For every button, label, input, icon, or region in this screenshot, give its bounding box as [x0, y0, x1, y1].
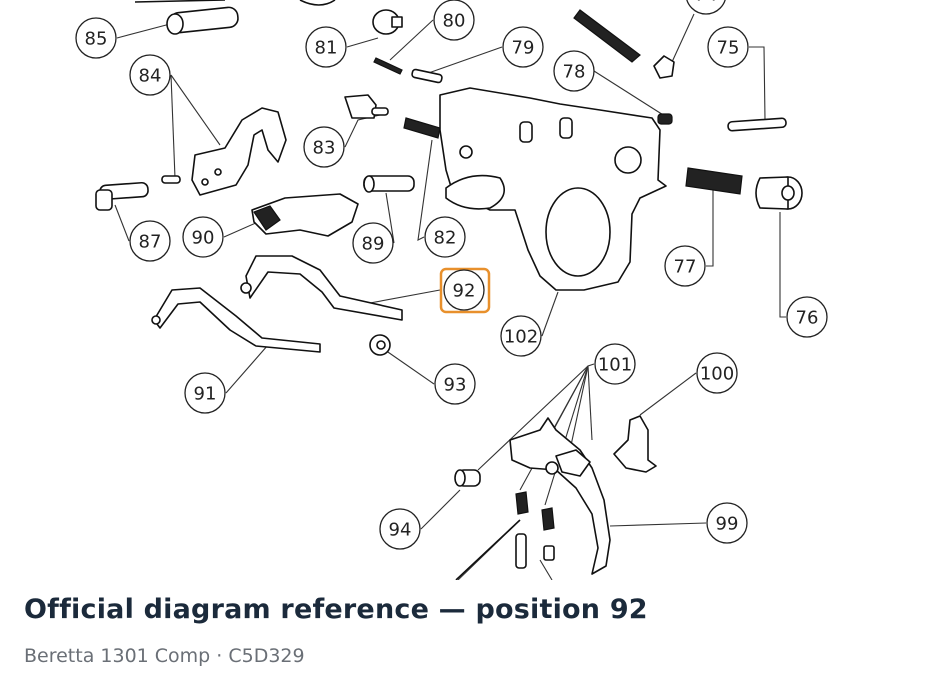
callout-label: 80: [443, 11, 466, 32]
callout-circle: [696, 352, 738, 394]
highlight-box: [439, 267, 491, 314]
callout-circle: [352, 222, 394, 264]
callout-label: 75: [717, 38, 740, 59]
callout-87[interactable]: 87: [129, 220, 171, 262]
callout-circle: [129, 220, 171, 262]
callout-circle: [129, 54, 171, 96]
callout-84[interactable]: 84: [129, 54, 171, 96]
callout-75[interactable]: 75: [707, 26, 749, 68]
callout-76[interactable]: 76: [786, 296, 828, 338]
callout-circle: [594, 343, 636, 385]
callout-circle: [502, 26, 544, 68]
callout-circle: [434, 363, 476, 405]
exploded-parts-diagram: 74 80 85 81 79 75 78 84 83 87 90 89 82 77 92 76 102 101 10…: [75, 0, 828, 580]
callout-92[interactable]: 92: [443, 269, 485, 311]
callout-102[interactable]: 102: [500, 315, 542, 357]
callout-85[interactable]: 85: [75, 17, 117, 59]
callout-label: 89: [362, 234, 385, 255]
callout-78[interactable]: 78: [553, 50, 595, 92]
callout-circle: [686, 0, 726, 15]
callout-93[interactable]: 93: [434, 363, 476, 405]
callout-circle: [184, 372, 226, 414]
callout-label: 85: [85, 29, 108, 50]
callout-label: 87: [139, 232, 162, 253]
callout-label: 101: [598, 355, 632, 376]
callout-circle: [500, 315, 542, 357]
callout-101[interactable]: 101: [594, 343, 636, 385]
callout-circle: [707, 26, 749, 68]
diagram-caption-title: Official diagram reference — position 92: [24, 594, 648, 625]
callout-100[interactable]: 100: [696, 352, 738, 394]
callout-label: 93: [444, 375, 467, 396]
callout-94[interactable]: 94: [379, 508, 421, 550]
callout-circle: [433, 0, 475, 41]
callout-74[interactable]: 74: [686, 0, 726, 15]
callout-label: 102: [504, 327, 538, 348]
callout-label: 74: [695, 0, 718, 6]
callout-99[interactable]: 99: [706, 502, 748, 544]
callout-83[interactable]: 83: [303, 126, 345, 168]
diagram-caption-subtitle: Beretta 1301 Comp · C5D329: [24, 645, 305, 667]
callout-circle: [786, 296, 828, 338]
callout-90[interactable]: 90: [182, 216, 224, 258]
callout-label: 92: [453, 281, 476, 302]
callout-label: 94: [389, 520, 412, 541]
callout-circle: [553, 50, 595, 92]
part-drawings: [95, 0, 803, 580]
callout-label: 90: [192, 228, 215, 249]
callout-circle: [706, 502, 748, 544]
callout-80[interactable]: 80: [433, 0, 475, 41]
callout-circle: [303, 126, 345, 168]
callout-label: 79: [512, 38, 535, 59]
callout-circle: [305, 26, 347, 68]
callout-circle: [664, 245, 706, 287]
callout-label: 99: [716, 514, 739, 535]
callout-81[interactable]: 81: [305, 26, 347, 68]
callout-circle: [182, 216, 224, 258]
callout-circle: [379, 508, 421, 550]
callout-82[interactable]: 82: [424, 216, 466, 258]
callout-label: 100: [700, 364, 734, 385]
callout-79[interactable]: 79: [502, 26, 544, 68]
callout-label: 81: [315, 38, 338, 59]
callout-circle: [443, 269, 485, 311]
callout-circle: [424, 216, 466, 258]
callout-group: 74 80 85 81 79 75 78 84 83 87 90 89 82 77 92 76 102 101 10…: [75, 0, 828, 550]
callout-label: 84: [139, 66, 162, 87]
callout-77[interactable]: 77: [664, 245, 706, 287]
callout-label: 83: [313, 138, 336, 159]
callout-label: 76: [796, 308, 819, 329]
callout-circle: [75, 17, 117, 59]
callout-label: 82: [434, 228, 457, 249]
callout-label: 77: [674, 257, 697, 278]
callout-label: 91: [194, 384, 217, 405]
callout-89[interactable]: 89: [352, 222, 394, 264]
callout-label: 78: [563, 62, 586, 83]
callout-91[interactable]: 91: [184, 372, 226, 414]
